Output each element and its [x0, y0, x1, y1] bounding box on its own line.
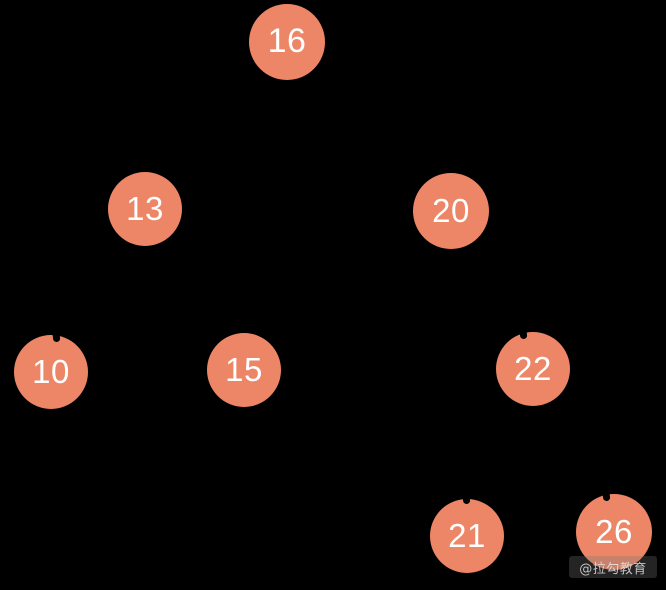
- tree-node-26[interactable]: 26: [576, 492, 652, 570]
- edge-stub-icon: [52, 333, 61, 343]
- tree-node-label: 10: [32, 352, 70, 390]
- tree-node-21[interactable]: 21: [430, 495, 504, 573]
- tree-node-label: 13: [126, 189, 164, 227]
- tree-node-label: 26: [595, 512, 633, 550]
- tree-node-15[interactable]: 15: [207, 333, 281, 407]
- tree-node-16[interactable]: 16: [249, 4, 325, 80]
- tree-node-20[interactable]: 20: [413, 173, 489, 249]
- tree-node-13[interactable]: 13: [108, 172, 182, 246]
- tree-node-label: 21: [448, 516, 486, 554]
- tree-node-label: 16: [267, 22, 307, 60]
- tree-node-label: 15: [225, 350, 263, 388]
- edge-stub-icon: [519, 330, 528, 340]
- tree-node-label: 20: [432, 191, 470, 229]
- watermark: @拉勾教育: [569, 556, 657, 578]
- tree-node-22[interactable]: 22: [496, 330, 570, 406]
- tree-node-10[interactable]: 10: [14, 333, 88, 409]
- tree-node-label: 22: [514, 349, 552, 387]
- edge-stub-icon: [602, 492, 611, 502]
- edge-stub-icon: [462, 495, 471, 505]
